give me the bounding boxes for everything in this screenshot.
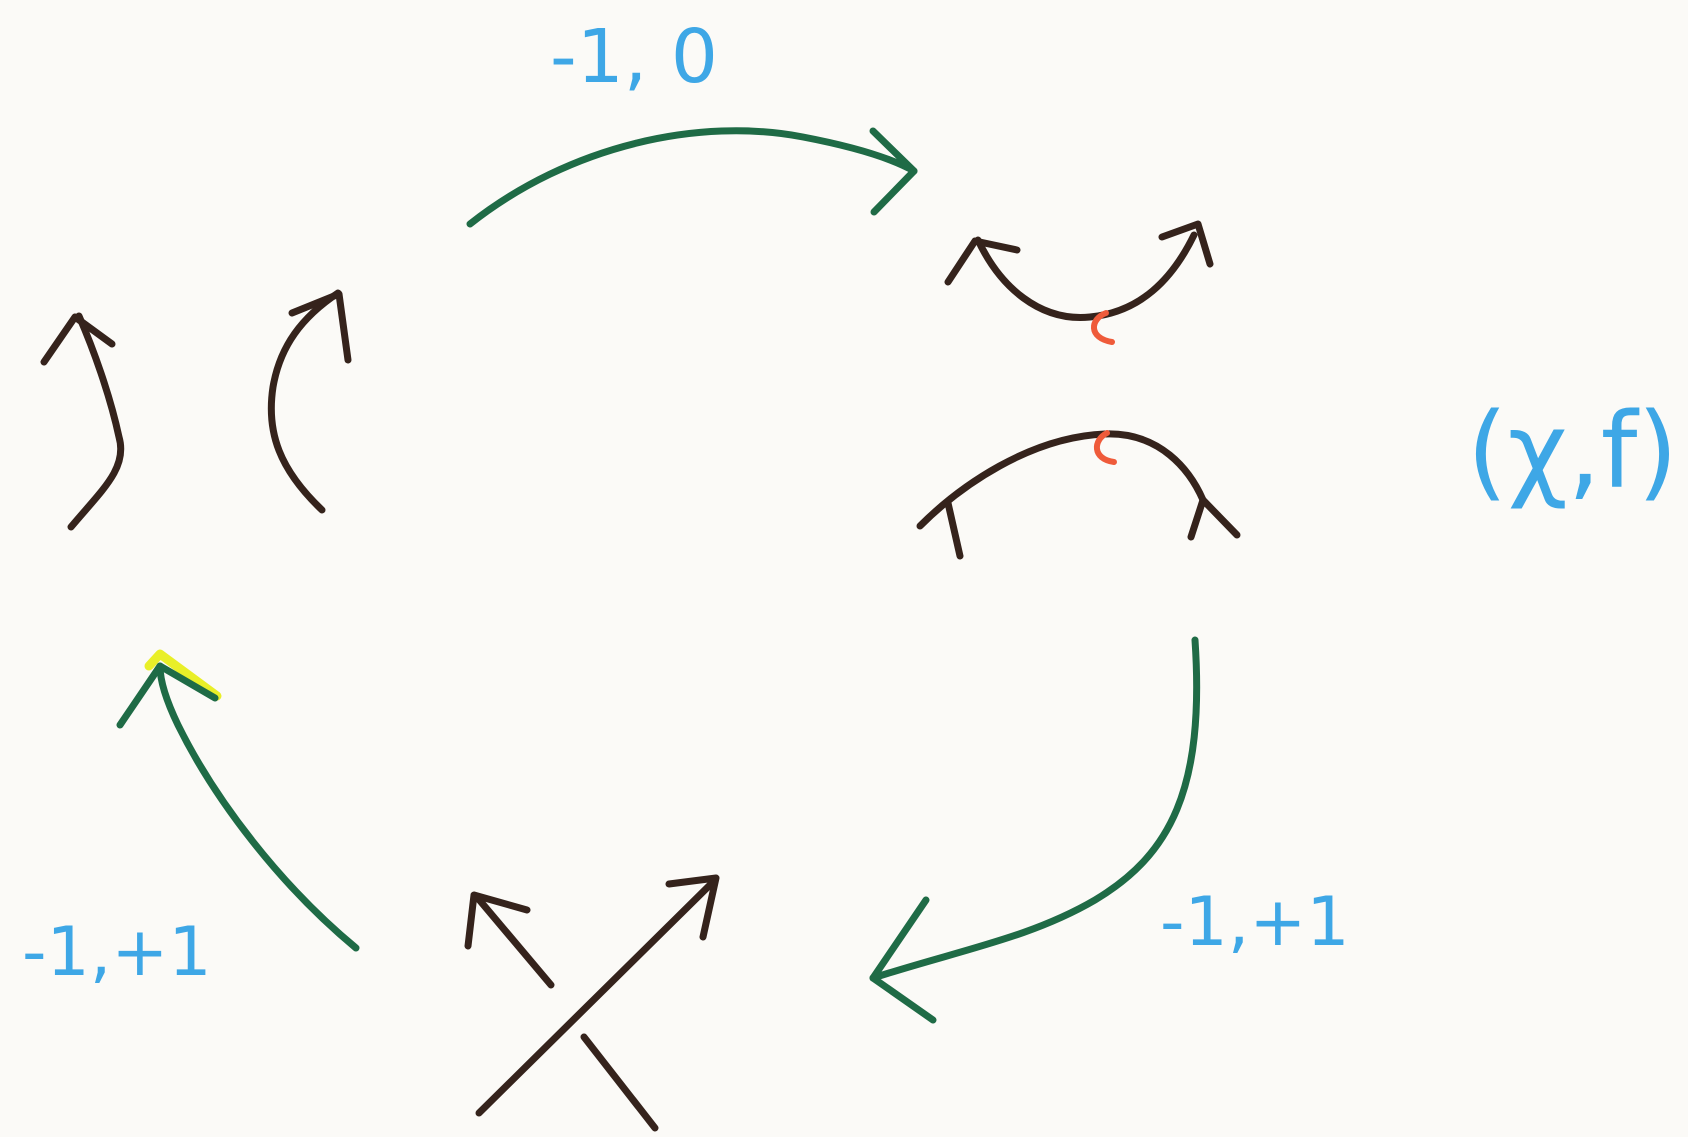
left-arc-1 xyxy=(67,312,125,531)
transition-arrows xyxy=(116,127,1201,1024)
left-transition-arrowhead xyxy=(116,662,219,729)
left-arc-2 xyxy=(267,289,342,514)
lower-smoothing-arc xyxy=(916,430,1207,530)
top-transition-label: -1, 0 xyxy=(550,14,718,100)
top-transition-arrowhead xyxy=(869,127,918,216)
lower-right-tail xyxy=(1187,496,1241,541)
left-transition-arrow xyxy=(156,662,360,952)
invariant-label: (χ,f) xyxy=(1467,390,1678,512)
crossing-over-arrowhead xyxy=(665,874,720,941)
lower-marker xyxy=(1094,430,1117,465)
state-smoothing xyxy=(916,220,1241,560)
upper-left-arrowhead xyxy=(944,237,1021,286)
upper-smoothing-arc xyxy=(974,231,1198,321)
crossing-under-arrowhead xyxy=(464,891,531,950)
right-transition-label: -1,+1 xyxy=(1160,883,1350,962)
upper-marker xyxy=(1091,310,1115,345)
upper-right-arrowhead xyxy=(1158,220,1214,268)
crossing-under-strand-bottom xyxy=(580,1033,659,1132)
left-arc-2-arrowhead xyxy=(288,290,352,364)
left-arc-1-arrowhead xyxy=(40,313,116,366)
left-transition-label: -1,+1 xyxy=(22,913,212,992)
crossing-under-strand-top xyxy=(472,892,555,989)
top-transition-arrow xyxy=(466,127,918,228)
crossing-over-strand xyxy=(475,876,719,1117)
lower-left-tail xyxy=(944,499,964,560)
right-transition-arrowhead xyxy=(869,896,937,1024)
state-left-pair xyxy=(40,289,352,531)
left-transition-arrowhead-highlight xyxy=(144,649,222,701)
right-transition-arrow xyxy=(869,636,1201,982)
state-crossing xyxy=(464,874,720,1132)
